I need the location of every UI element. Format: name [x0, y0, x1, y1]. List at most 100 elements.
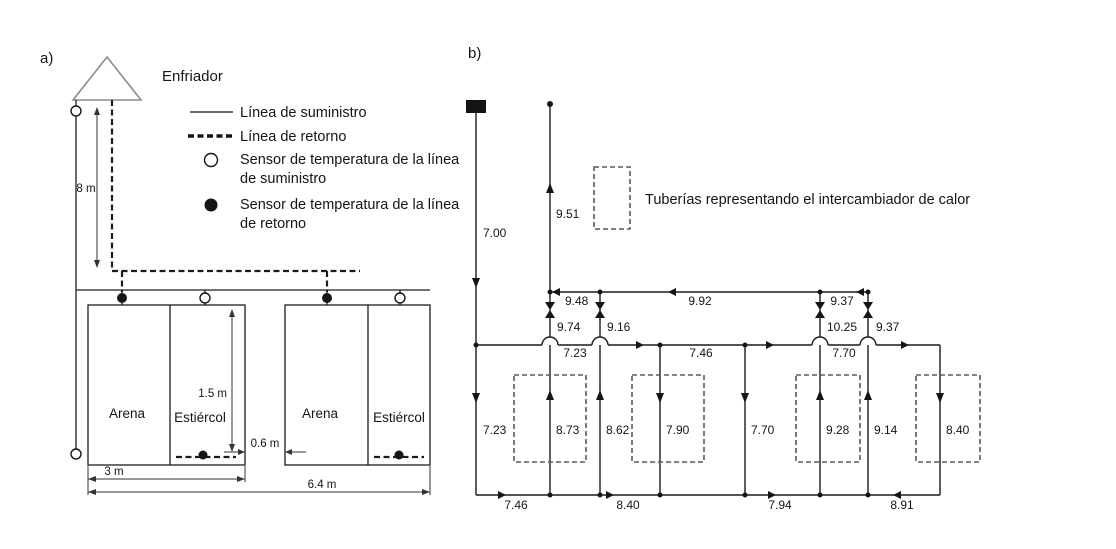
flow-branch-6: 9.14 — [874, 423, 898, 437]
bed2-manure-label: Estiércol — [373, 410, 425, 425]
flow-branch-4: 7.70 — [751, 423, 775, 437]
dim-3m-label: 3 m — [104, 466, 123, 478]
bed1-floor-sensor-icon — [198, 450, 208, 460]
arrow-right-icon — [636, 341, 644, 349]
bed2-floor-sensor-icon — [394, 450, 404, 460]
flow-bottom-2: 7.94 — [768, 498, 792, 512]
arrow-right-icon — [768, 491, 776, 499]
arrow-left-icon — [856, 288, 864, 296]
arrow-left-icon — [552, 288, 560, 296]
legend-return-label: Línea de retorno — [240, 129, 346, 145]
return-sensor-icon — [204, 198, 218, 212]
arrow-up-icon — [546, 183, 554, 193]
bed2-sand-label: Arena — [302, 406, 339, 421]
arrow-left-icon — [893, 491, 901, 499]
flow-branch-3: 7.90 — [666, 423, 690, 437]
supply-sensor-bed1-icon — [199, 292, 211, 304]
panel-b-label: b) — [468, 45, 481, 62]
flow-manifold-1: 9.92 — [688, 294, 712, 308]
bed1-box — [87, 304, 246, 466]
arrow-down-icon — [741, 393, 749, 403]
pipe-crossing-hop — [541, 336, 559, 346]
hx-box-3 — [795, 374, 861, 463]
valves — [545, 302, 873, 318]
flow-valve-3: 9.37 — [876, 320, 900, 334]
arrow-up-icon — [816, 390, 824, 400]
flow-valve-0: 9.74 — [557, 320, 581, 334]
arrow-up-icon — [596, 390, 604, 400]
arrow-right-icon — [766, 341, 774, 349]
arrow-up-icon — [546, 390, 554, 400]
flow-branch-1: 8.73 — [556, 423, 580, 437]
dim-6-4m-label: 6.4 m — [308, 479, 337, 491]
hx-box-2 — [631, 374, 705, 463]
return-sensor-bed1-icon — [117, 293, 127, 303]
arrow-down-icon — [656, 393, 664, 403]
pipes-a — [70, 100, 430, 460]
flow-arrows — [472, 183, 944, 499]
supply-sensor-top-icon — [70, 105, 82, 117]
flow-main-0: 7.23 — [563, 346, 587, 360]
arrow-right-icon — [606, 491, 614, 499]
hx-box-4 — [915, 374, 981, 463]
pipe-crossing-hop — [859, 336, 877, 346]
return-sensor-bed2-icon — [322, 293, 332, 303]
arrow-right-icon — [498, 491, 506, 499]
legend-a: Línea de suministro Línea de retorno Sen… — [188, 105, 460, 232]
valve-icon — [545, 310, 555, 318]
arrow-left-icon — [668, 288, 676, 296]
flow-supply-label: 7.00 — [483, 226, 507, 240]
flow-main-2: 7.70 — [832, 346, 856, 360]
pipe-crossing-hop — [811, 336, 829, 346]
hx-legend-box — [593, 166, 631, 230]
flow-branch-5: 9.28 — [826, 423, 850, 437]
cooler-roof-icon — [71, 55, 143, 101]
cooler-label: Enfriador — [162, 68, 223, 85]
supply-source-block — [466, 100, 486, 113]
flow-main-1: 7.46 — [689, 346, 713, 360]
flow-bottom-3: 8.91 — [890, 498, 914, 512]
legend-supply-label: Línea de suministro — [240, 105, 367, 121]
bed1-sand-label: Arena — [109, 406, 146, 421]
flow-riser-label: 9.51 — [556, 207, 580, 221]
legend-supply-sensor-line2: de suministro — [240, 171, 326, 187]
hx-box-1 — [513, 374, 587, 463]
flow-bottom-0: 7.46 — [504, 498, 528, 512]
arrow-down-icon — [472, 393, 480, 403]
bed2-box — [284, 304, 431, 466]
panel-b: b) — [466, 45, 981, 512]
pipes-b — [475, 104, 941, 496]
valve-icon — [815, 302, 825, 310]
dim-8m-label: 8 m — [76, 183, 95, 195]
dimension-arrowheads-a — [88, 107, 430, 495]
supply-sensor-bed2-icon — [394, 292, 406, 304]
beds — [87, 304, 431, 466]
arrow-down-icon — [936, 393, 944, 403]
flow-branch-2: 8.62 — [606, 423, 630, 437]
legend-return-sensor-line2: de retorno — [240, 216, 306, 232]
flow-branch-7: 8.40 — [946, 423, 970, 437]
valve-icon — [595, 302, 605, 310]
arrow-up-icon — [864, 390, 872, 400]
pipe-crossing-hop — [591, 336, 609, 346]
junction-dots — [473, 101, 871, 498]
flow-valve-2: 10.25 — [827, 320, 857, 334]
flow-valve-1: 9.16 — [607, 320, 631, 334]
valve-icon — [815, 310, 825, 318]
panel-a-label: a) — [40, 50, 53, 67]
valve-icon — [545, 302, 555, 310]
return-pipes — [110, 100, 360, 292]
legend-return-sensor-line1: Sensor de temperatura de la línea — [240, 197, 460, 213]
dim-1-5m-label: 1.5 m — [198, 388, 227, 400]
panel-a: a) Enfriador Línea de suministro Línea d… — [40, 50, 460, 495]
arrow-down-icon — [472, 278, 480, 288]
valve-icon — [595, 310, 605, 318]
valve-icon — [863, 310, 873, 318]
supply-sensor-bottom-icon — [70, 448, 82, 460]
flow-manifold-2: 9.37 — [830, 294, 854, 308]
hx-boxes — [513, 374, 981, 463]
flow-manifold-0: 9.48 — [565, 294, 589, 308]
supply-sensor-icon — [203, 152, 219, 168]
